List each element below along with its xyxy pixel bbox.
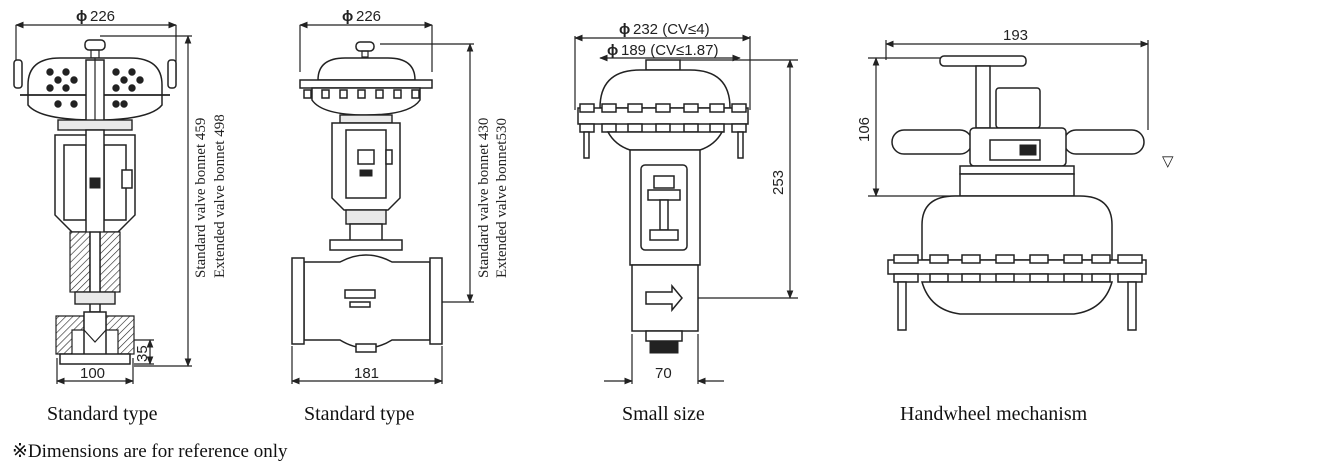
reference-note: ※Dimensions are for reference only — [12, 441, 288, 462]
fig1-height-35: 35 — [134, 345, 151, 362]
fig3-diameter1-value: 232 (CV≤4) — [633, 21, 710, 38]
figure-1-standard-type-section: ϕ 226 — [13, 8, 228, 425]
fig2-flange-bolts — [303, 89, 420, 99]
fig1-springs — [46, 68, 144, 108]
fig4-height-106: 106 — [856, 117, 873, 142]
fig3-diameter2-value: 189 (CV≤1.87) — [621, 42, 718, 59]
fig3-diameter2-symbol: ϕ — [607, 42, 618, 59]
fig4-level-symbol: ▽ — [1162, 153, 1174, 170]
fig3-caption: Small size — [622, 403, 705, 425]
fig3-height-253: 253 — [770, 170, 787, 195]
fig4-caption: Handwheel mechanism — [900, 403, 1088, 425]
fig2-width-181: 181 — [354, 365, 379, 382]
fig1-diameter-symbol: ϕ — [76, 8, 87, 25]
figure-3-small-size: ϕ 232 (CV≤4) ϕ 189 (CV≤1.87) — [574, 21, 798, 425]
figure-2-standard-type-external: ϕ 226 — [291, 8, 510, 425]
fig2-diameter-symbol: ϕ — [342, 8, 353, 25]
fig2-diameter-value: 226 — [356, 8, 381, 25]
fig3-width-70: 70 — [655, 365, 672, 382]
fig2-caption: Standard type — [304, 403, 415, 425]
fig4-width-193: 193 — [1003, 27, 1028, 44]
figure-4-handwheel-mechanism: 193 106 — [856, 27, 1174, 425]
fig3-diameter1-symbol: ϕ — [619, 21, 630, 38]
fig2-height-extended: Extended valve bonnet530 — [494, 118, 510, 278]
fig1-diameter-value: 226 — [90, 8, 115, 25]
fig1-caption: Standard type — [47, 403, 158, 425]
fig1-width-100: 100 — [80, 365, 105, 382]
fig2-height-standard: Standard valve bonnet 430 — [476, 118, 492, 278]
fig1-height-standard: Standard valve bonnet 459 — [193, 118, 209, 278]
fig1-height-extended: Extended valve bonnet 498 — [212, 114, 228, 278]
